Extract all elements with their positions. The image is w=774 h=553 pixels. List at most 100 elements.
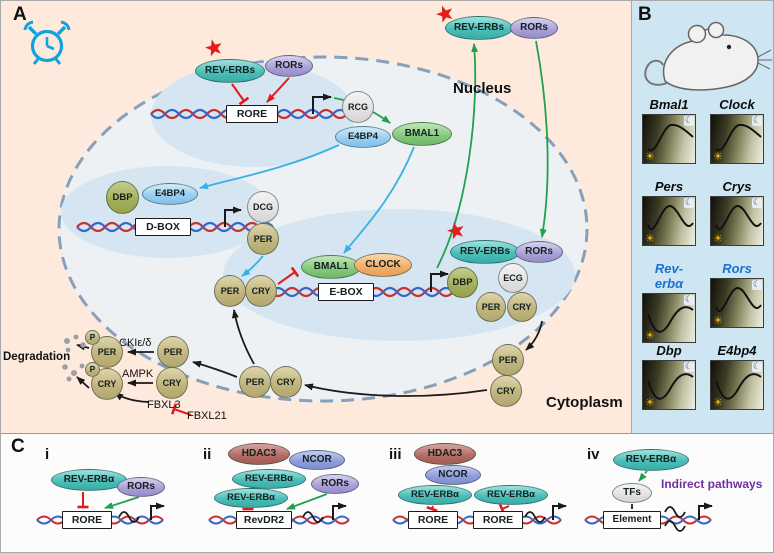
per-protein-nucleus-right: PER [476, 292, 506, 322]
dbp-protein-right: DBP [447, 267, 478, 298]
cry-protein-nucleus-right: CRY [507, 292, 537, 322]
expression-waveform-box: ☀ ☾ [710, 114, 764, 164]
ampk-label: AMPK [122, 368, 154, 380]
section-ii-label: ii [203, 446, 212, 463]
gene-cell-crys: Crys ☀ ☾ [709, 179, 765, 246]
rors-nucleus-top: RORs [265, 55, 313, 77]
expression-waveform-box: ☀ ☾ [710, 360, 764, 410]
expression-waveform-box: ☀ ☾ [642, 360, 696, 410]
per-protein-cytoplasm-right: PER [492, 344, 524, 376]
moon-icon: ☾ [751, 197, 762, 208]
moon-icon: ☾ [751, 361, 762, 372]
expression-waveform-box: ☀ ☾ [642, 293, 696, 343]
expression-waveform [715, 123, 762, 152]
moon-icon: ☾ [683, 115, 694, 126]
cry-protein-cytoplasm-right: CRY [490, 375, 522, 407]
rors-ii: RORs [311, 474, 359, 494]
rev-erba-iv: REV-ERBα [613, 449, 689, 471]
gene-name: Bmal1 [649, 97, 689, 112]
gene-name: Pers [654, 179, 684, 194]
dcg-gene-circle: DCG [247, 191, 279, 223]
rev-erba-i: REV-ERBα [51, 469, 127, 491]
rors-nucleus-right: RORs [515, 241, 563, 263]
rev-erbs-nucleus-top: REV-ERBs [195, 59, 265, 83]
clock-protein-ebox: CLOCK [354, 253, 412, 277]
rore-box-iii-left: RORE [408, 511, 458, 529]
gene-cell-rev-erba: Rev-erbα ☀ ☾ [641, 261, 697, 343]
gene-name: Rev-erbα [654, 261, 684, 291]
ecg-gene-circle: ECG [498, 263, 528, 293]
e4bp4-protein: E4BP4 [335, 126, 391, 148]
rcg-gene-circle: RCG [342, 91, 374, 123]
sun-icon: ☀ [713, 397, 723, 409]
hdac3-ii: HDAC3 [228, 443, 290, 465]
gene-name: Clock [719, 97, 755, 112]
moon-icon: ☾ [751, 115, 762, 126]
rev-erba-iii-left: REV-ERBα [398, 485, 472, 505]
ncor-ii: NCOR [289, 450, 345, 470]
e4bp4-protein-dbox: E4BP4 [142, 183, 198, 205]
rev-erba-iii-right: REV-ERBα [474, 485, 548, 505]
gene-cell-pers: Pers ☀ ☾ [641, 179, 697, 246]
gene-name: Dbp [656, 343, 682, 358]
expression-waveform-box: ☀ ☾ [710, 278, 764, 328]
expression-waveform-box: ☀ ☾ [710, 196, 764, 246]
gene-cell-clock: Clock ☀ ☾ [709, 97, 765, 164]
ncor-iii: NCOR [425, 465, 481, 485]
tfs-node-iv: TFs [612, 483, 652, 503]
rev-erba-ii-lower: REV-ERBα [214, 488, 288, 508]
bmal1-protein: BMAL1 [392, 122, 452, 146]
per-protein-cytoplasm: PER [239, 366, 271, 398]
gene-cell-bmal1: Bmal1 ☀ ☾ [641, 97, 697, 164]
dbp-protein-dbox: DBP [106, 181, 139, 214]
moon-icon: ☾ [683, 197, 694, 208]
degradation-label: Degradation [3, 351, 71, 363]
hdac3-iii: HDAC3 [414, 443, 476, 465]
per-protein-kinase: PER [157, 336, 189, 368]
expression-waveform-box: ☀ ☾ [642, 196, 696, 246]
per-protein-ebox: PER [214, 275, 246, 307]
cytoplasm-label: Cytoplasm [546, 394, 623, 411]
revdr2-box-ii: RevDR2 [236, 511, 292, 529]
gene-name: Rors [722, 261, 752, 276]
cki-label: CKIε/δ [119, 337, 152, 349]
panel-b-label: B [638, 4, 652, 25]
expression-waveform [715, 287, 762, 312]
sun-icon: ☀ [645, 233, 655, 245]
expression-waveform [647, 306, 694, 333]
rors-cytoplasm-top: RORs [510, 17, 558, 39]
ebox-element-box: E-BOX [318, 283, 374, 301]
fbxl21-label: FBXL21 [187, 410, 227, 422]
bmal1-protein-ebox: BMAL1 [301, 255, 361, 279]
gene-cell-rors: Rors ☀ ☾ [709, 261, 765, 328]
rore-box-iii-right: RORE [473, 511, 523, 529]
rore-box-i: RORE [62, 511, 112, 529]
moon-icon: ☾ [683, 294, 694, 305]
rors-i: RORs [117, 477, 165, 497]
element-box-iv: Element [603, 511, 661, 529]
panel-c-label: C [11, 436, 25, 457]
expression-waveform [647, 373, 694, 400]
sun-icon: ☀ [645, 151, 655, 163]
rev-erbs-cytoplasm-top: REV-ERBs [445, 16, 513, 40]
gene-name: Crys [722, 179, 752, 194]
section-iii-label: iii [389, 446, 402, 463]
fbxl3-label: FBXL3 [147, 399, 181, 411]
gene-name: E4bp4 [717, 343, 757, 358]
phospho-badge-cry: P [85, 362, 100, 377]
rev-erba-ii-upper: REV-ERBα [232, 469, 306, 489]
nucleus-label: Nucleus [453, 80, 512, 97]
sun-icon: ☀ [645, 397, 655, 409]
sun-icon: ☀ [645, 330, 655, 342]
phospho-badge-per: P [85, 330, 100, 345]
rev-erbs-nucleus-right: REV-ERBs [450, 240, 520, 264]
gene-cell-dbp: Dbp ☀ ☾ [641, 343, 697, 410]
moon-icon: ☾ [751, 279, 762, 290]
per-protein-dbox: PER [247, 223, 279, 255]
sun-icon: ☀ [713, 151, 723, 163]
moon-icon: ☾ [683, 361, 694, 372]
expression-waveform [647, 123, 694, 152]
expression-waveform-box: ☀ ☾ [642, 114, 696, 164]
dbox-element-box: D-BOX [135, 218, 191, 236]
